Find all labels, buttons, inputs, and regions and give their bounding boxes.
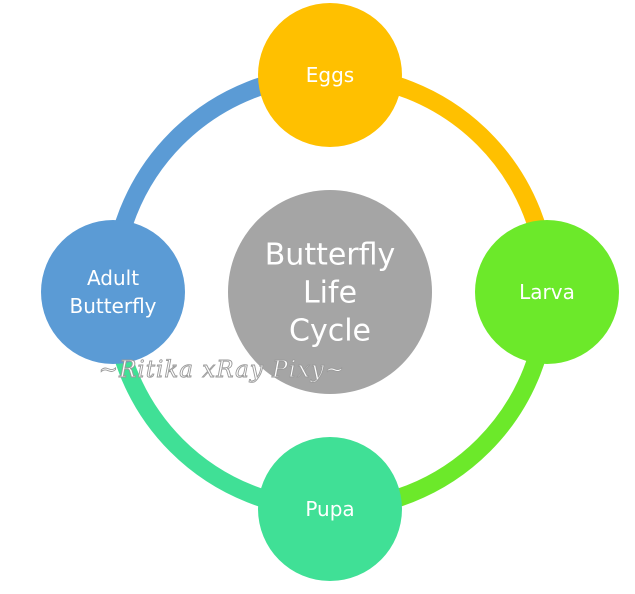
stage-larva-circle [475, 220, 619, 364]
label-line: Eggs [306, 63, 354, 87]
label-line: Butterfly [69, 294, 156, 318]
label-line: Adult [87, 266, 139, 290]
stage-larva-label: Larva [519, 280, 575, 304]
stage-larva: Larva [475, 220, 619, 364]
label-line: Cycle [289, 314, 371, 349]
watermark-text: ~Ritika xRay Pixy~ [99, 357, 345, 383]
stage-eggs-label: Eggs [306, 63, 354, 87]
label-line: Pupa [305, 497, 354, 521]
stage-adult-butterfly-circle [41, 220, 185, 364]
center-circle [228, 190, 432, 394]
stage-eggs: Eggs [258, 3, 402, 147]
label-line: Butterfly [265, 238, 396, 273]
label-line: Larva [519, 280, 575, 304]
label-line: Life [303, 276, 357, 311]
stage-pupa-circle [258, 437, 402, 581]
stage-eggs-circle [258, 3, 402, 147]
stage-pupa: Pupa [258, 437, 402, 581]
stage-pupa-label: Pupa [305, 497, 354, 521]
